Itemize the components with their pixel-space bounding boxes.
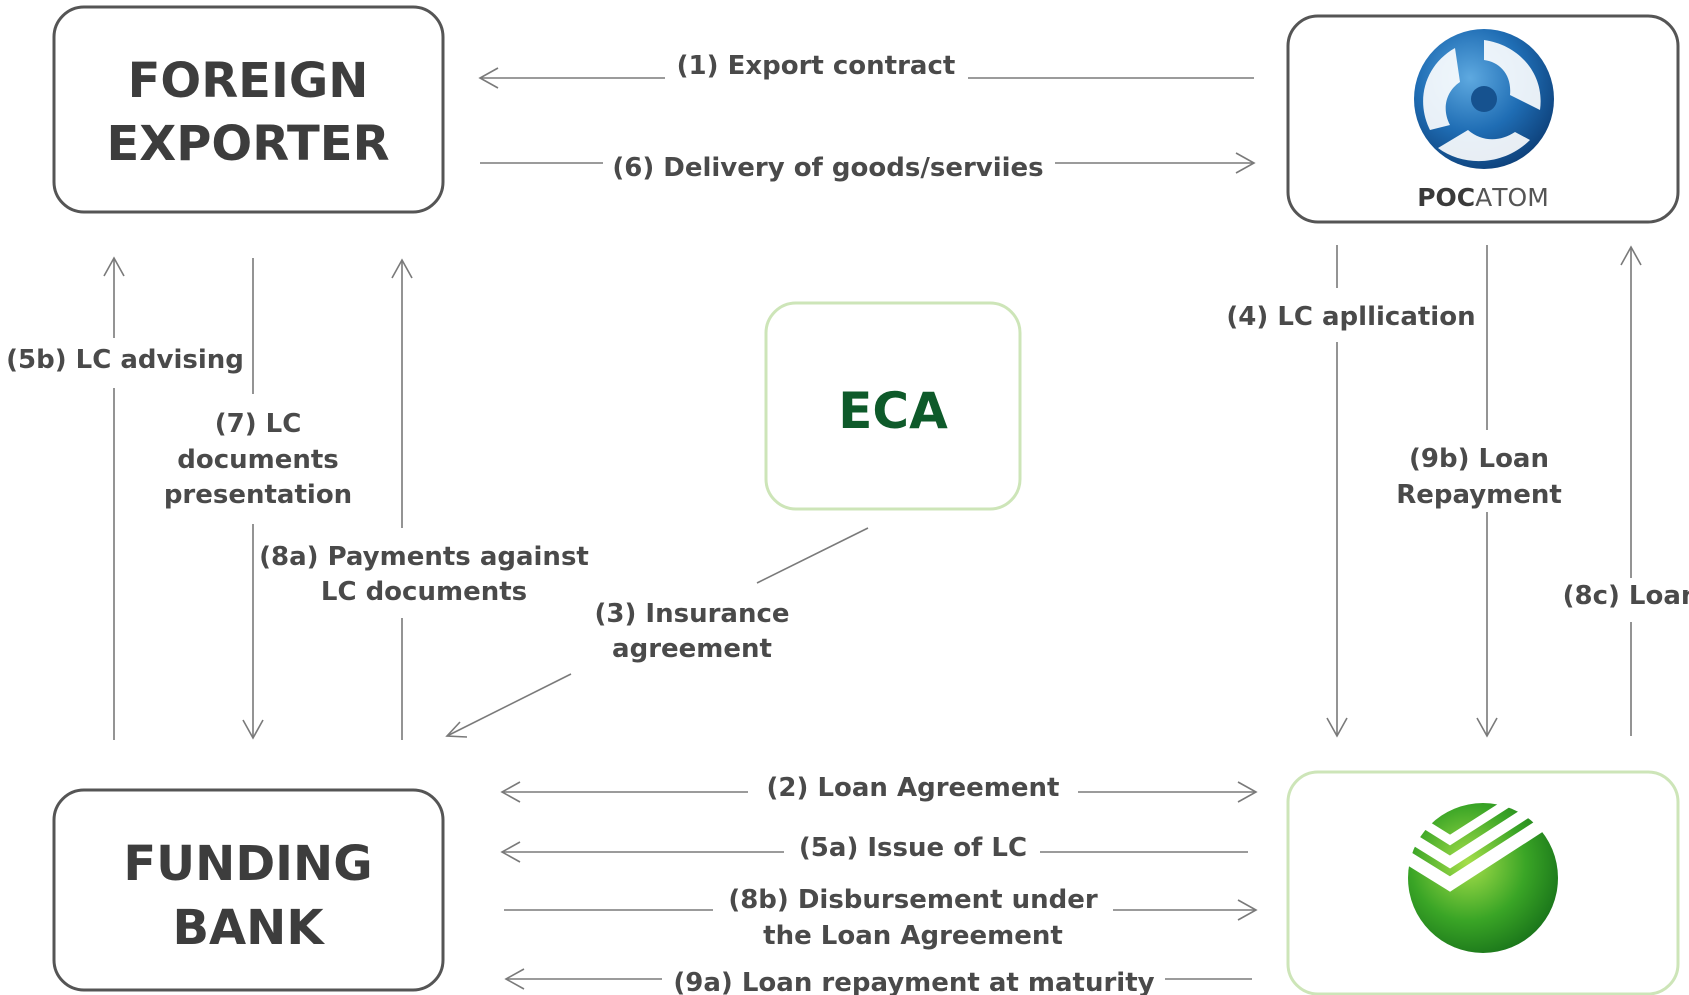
foreign-exporter-box: FOREIGN EXPORTER: [52, 5, 445, 214]
sberbank-logo-icon: [1399, 783, 1558, 953]
flow-3-insurance: (3) Insurance agreement: [445, 527, 869, 738]
flow-5a-label: (5a) Issue of LC: [799, 833, 1027, 863]
flow-8a-label-line1: (8a) Payments against: [259, 542, 589, 572]
flow-9b-label-line1: (9b) Loan: [1409, 444, 1549, 474]
funding-bank-box: FUNDING BANK: [52, 788, 445, 992]
flow-9a-label: (9a) Loan repayment at maturity: [673, 968, 1154, 995]
flow-8c-label: (8c) Loan: [1563, 581, 1689, 611]
flow-9b-label-line2: Repayment: [1396, 480, 1562, 510]
flow-9a-loan-repayment-maturity: (9a) Loan repayment at maturity: [504, 968, 1252, 995]
sberbank-box: [1286, 770, 1680, 995]
flow-3-label-line1: (3) Insurance: [595, 599, 790, 629]
flow-1-export-contract: (1) Export contract: [478, 51, 1254, 89]
flow-5a-issue-of-lc: (5a) Issue of LC: [500, 833, 1248, 863]
flow-7-lc-documents: (7) LC documents presentation: [164, 258, 352, 740]
foreign-exporter-line1: FOREIGN: [128, 53, 369, 109]
flow-5b-label: (5b) LC advising: [6, 345, 244, 375]
flow-7-label-line3: presentation: [164, 480, 352, 510]
funding-bank-line2: BANK: [172, 900, 325, 956]
flow-1-label: (1) Export contract: [677, 51, 956, 81]
flow-8c-loan: (8c) Loan: [1563, 245, 1689, 736]
flow-4-label: (4) LC apllication: [1226, 302, 1475, 332]
flow-8a-label-line2: LC documents: [321, 577, 527, 607]
rosatom-wordmark: РОСАТОМ: [1417, 183, 1549, 212]
eca-box: ECA: [764, 301, 1022, 511]
flow-6-delivery: (6) Delivery of goods/serviies: [480, 152, 1256, 183]
rosatom-box: РОСАТОМ: [1286, 14, 1680, 224]
flow-5b-lc-advising: (5b) LC advising: [6, 256, 244, 740]
flow-8b-disbursement: (8b) Disbursement under the Loan Agreeme…: [504, 885, 1258, 951]
flow-6-label: (6) Delivery of goods/serviies: [612, 153, 1043, 183]
flow-8b-label-line2: the Loan Agreement: [763, 921, 1063, 951]
eca-label: ECA: [838, 382, 948, 440]
funding-bank-line1: FUNDING: [123, 836, 372, 892]
foreign-exporter-line2: EXPORTER: [106, 116, 389, 172]
flow-8b-label-line1: (8b) Disbursement under: [728, 885, 1098, 915]
flow-7-label-line2: documents: [177, 445, 339, 475]
flow-7-label-line1: (7) LC: [215, 409, 302, 439]
flow-9b-loan-repayment: (9b) Loan Repayment: [1396, 245, 1562, 738]
flow-3-label-line2: agreement: [612, 634, 772, 664]
rosatom-logo-icon: [1414, 29, 1554, 169]
flow-2-loan-agreement: (2) Loan Agreement: [500, 773, 1258, 803]
flow-2-label: (2) Loan Agreement: [767, 773, 1060, 803]
flow-8a-payments: (8a) Payments against LC documents: [259, 258, 589, 740]
flow-4-lc-application: [1326, 245, 1348, 738]
